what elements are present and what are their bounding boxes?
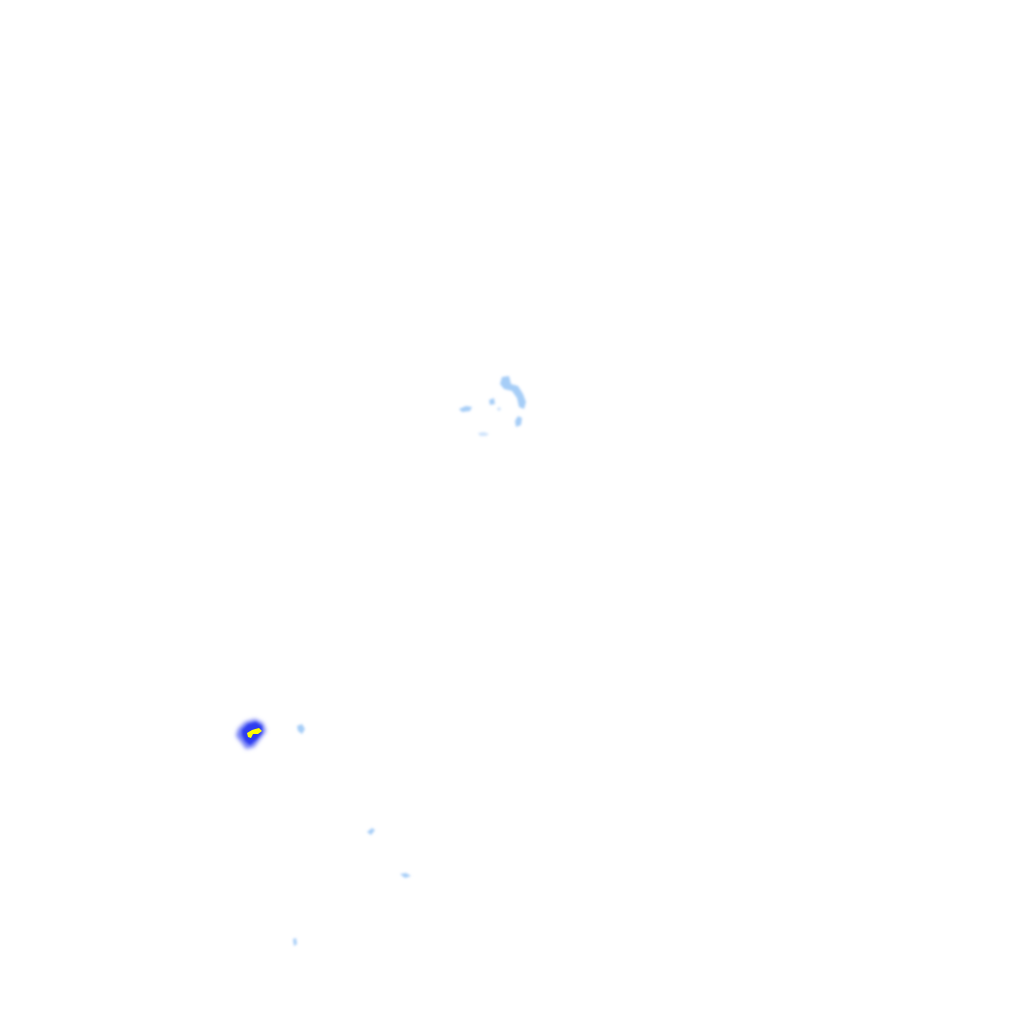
echo-cluster-center	[459, 376, 526, 436]
echo-cluster-center-right	[515, 416, 522, 427]
echo-speck-south	[478, 432, 489, 436]
echo-cluster-center-arc	[500, 376, 526, 409]
echo-fragment-bottom	[293, 938, 297, 946]
echo-speck-inner	[497, 407, 501, 411]
echo-fragment-mid	[367, 828, 375, 835]
storm-cell-peak	[247, 728, 262, 738]
echo-fragment-south	[400, 873, 411, 878]
echo-streak-west	[459, 406, 472, 412]
echo-cluster-center-left	[489, 398, 495, 405]
echo-storm-cell	[236, 719, 266, 749]
echo-fragment-east	[297, 724, 305, 734]
